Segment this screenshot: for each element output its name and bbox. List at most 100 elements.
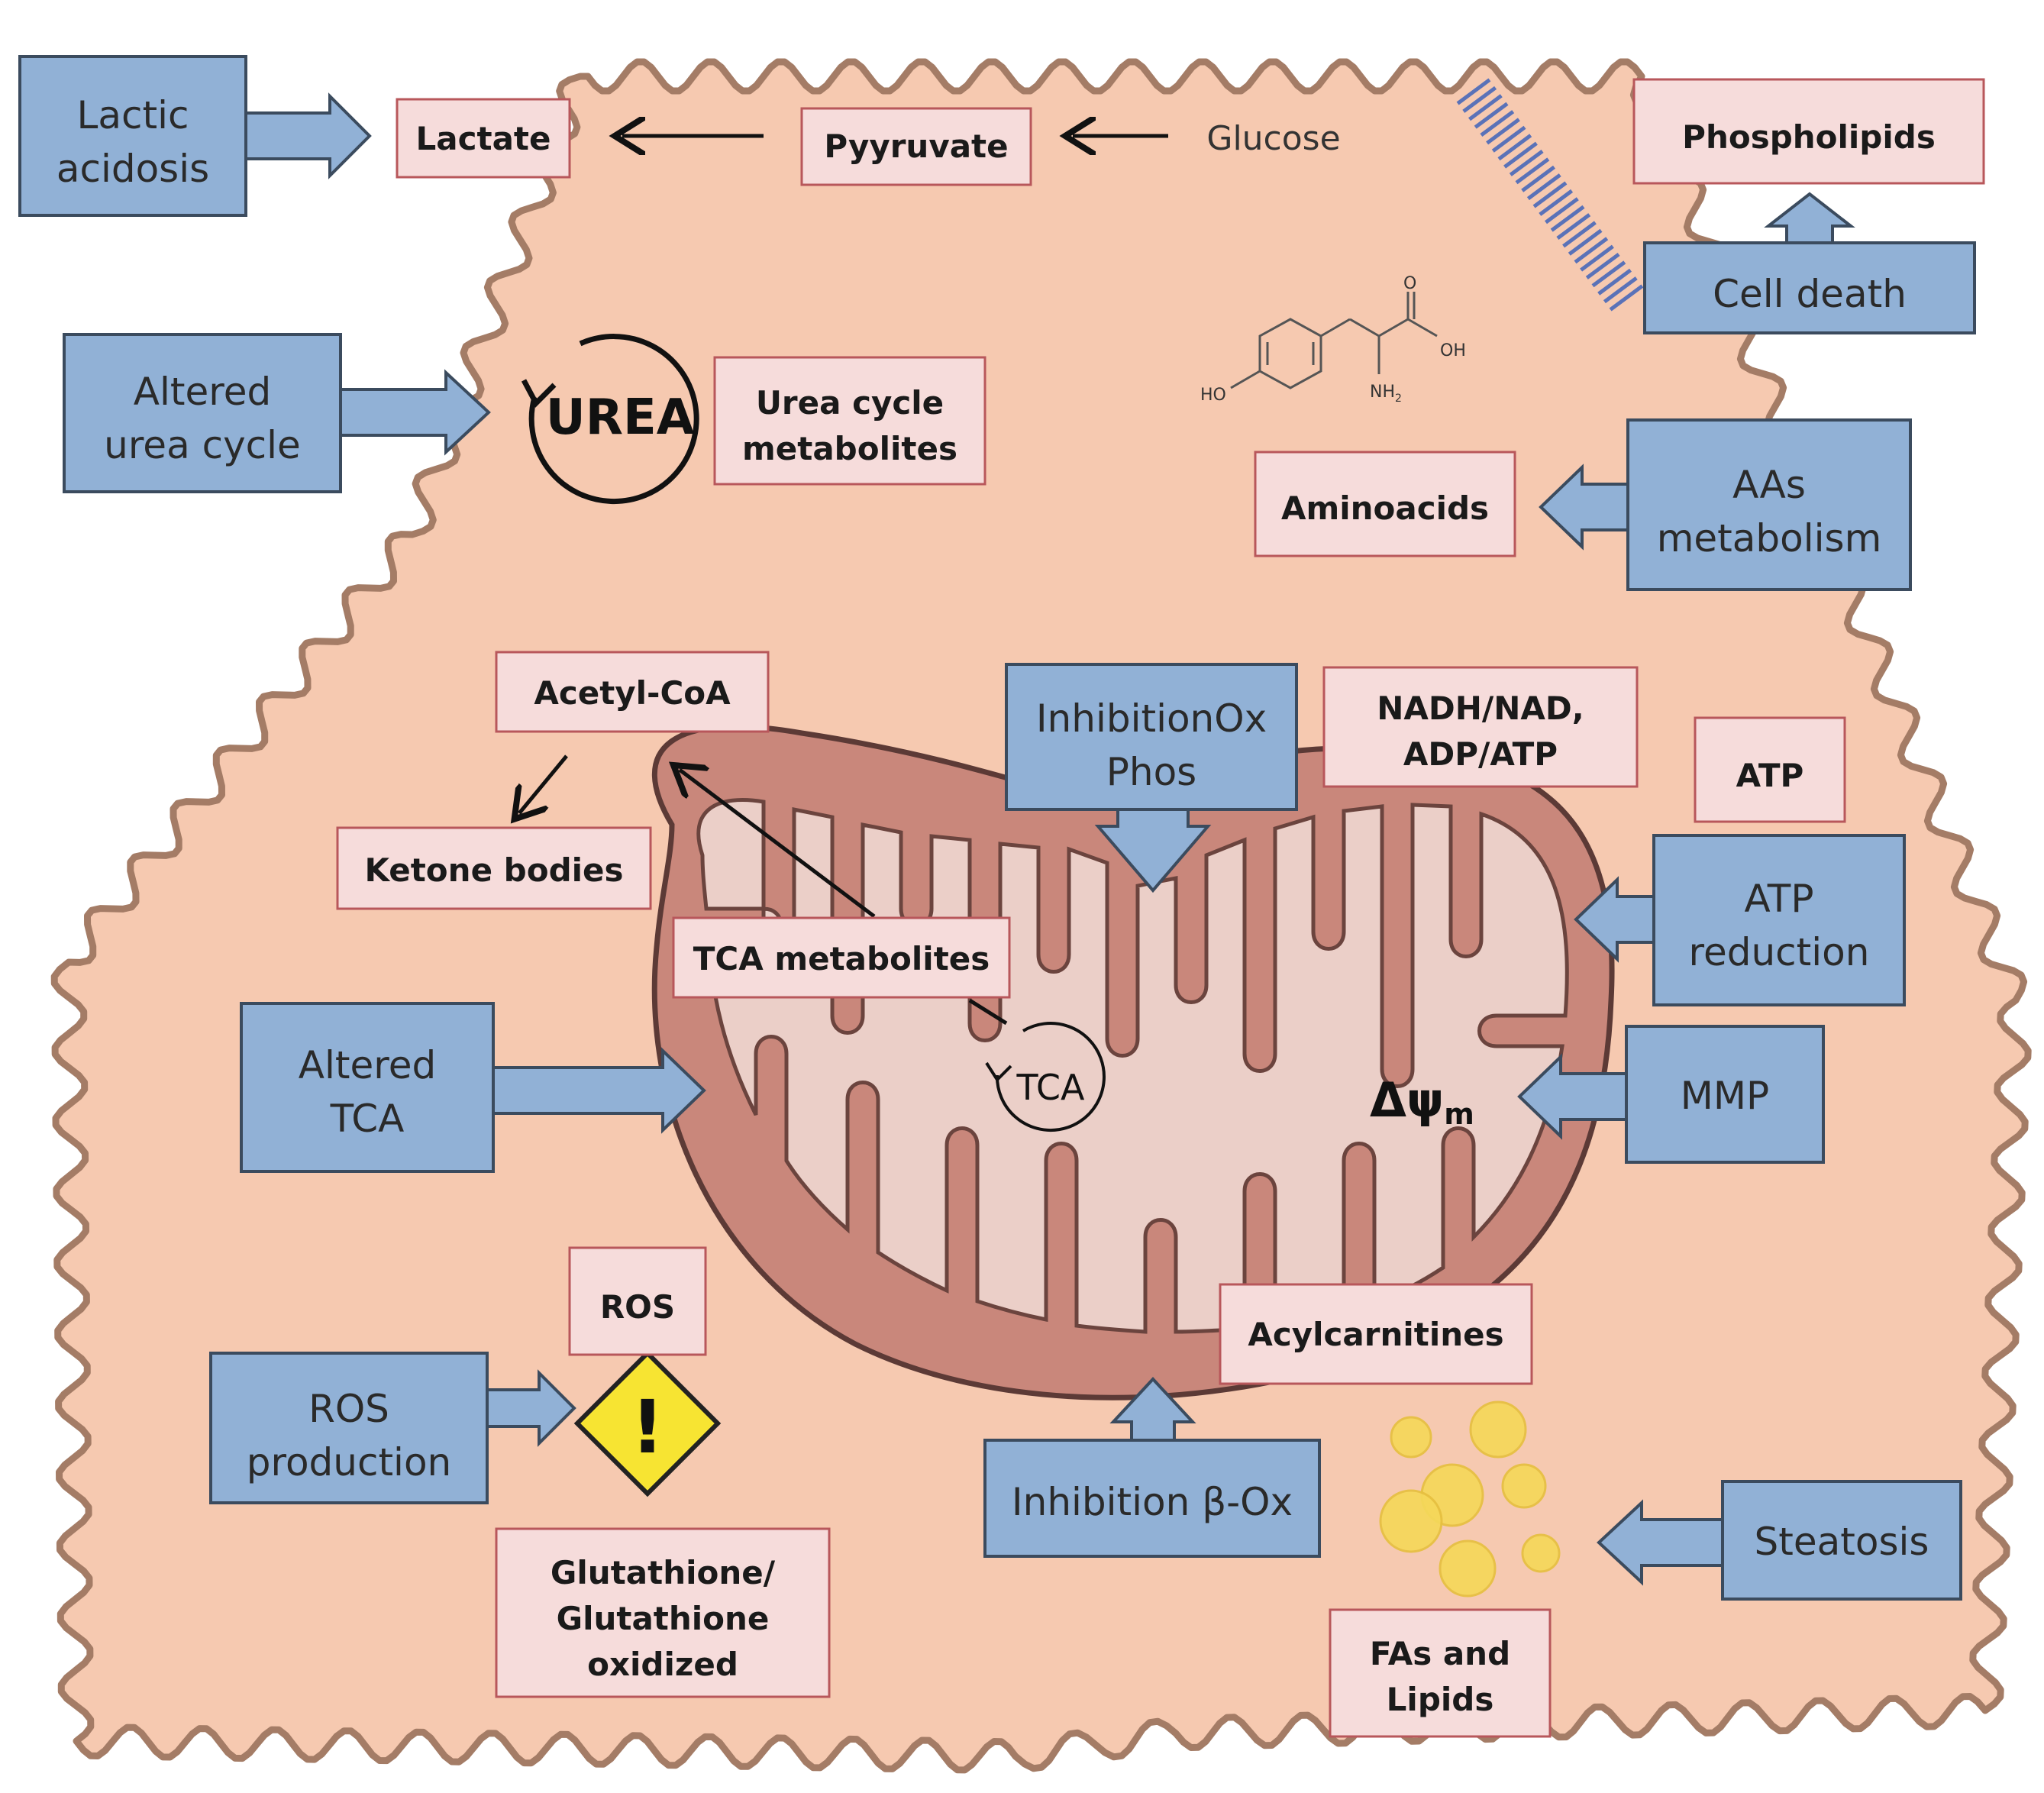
acetylcoa-to-ketone-arrow	[519, 754, 568, 813]
lipid-droplet	[1501, 1463, 1547, 1509]
steatosis-arrow	[1597, 1499, 1724, 1586]
molecule-label-ho: HO	[1200, 386, 1226, 405]
phospholipid-bilayer-icon	[1456, 78, 1644, 312]
urea-cycle-metabolites-line2: metabolites	[742, 430, 957, 467]
tca-metabolites-label: TCA metabolites	[693, 940, 990, 977]
inhibition-oxphos-line1: InhibitionOx	[1036, 696, 1267, 741]
ros-production-line1: ROS	[308, 1387, 389, 1431]
atp-reduction-line1: ATP	[1744, 877, 1813, 921]
mmp-box: MMP	[1625, 1025, 1825, 1164]
lipid-droplet	[1439, 1539, 1497, 1598]
phospholipids-box: Phospholipids	[1632, 78, 1985, 185]
acylcarnitines-label: Acylcarnitines	[1248, 1316, 1503, 1353]
molecule-label-o: O	[1403, 274, 1416, 293]
block-arrows	[243, 92, 1855, 1586]
altered-tca-line1: Altered	[299, 1043, 436, 1087]
lipid-droplet	[1390, 1416, 1432, 1459]
aas-metabolism-line2: metabolism	[1657, 516, 1882, 561]
membrane-potential-symbol: Δψm	[1370, 1072, 1474, 1131]
mmp-label: MMP	[1681, 1074, 1769, 1118]
atp-reduction-box: ATP reduction	[1652, 834, 1906, 1006]
nadh-nad-box: NADH/NAD, ADP/ATP	[1322, 666, 1639, 788]
ros-production-arrow	[486, 1369, 576, 1447]
ros-box: ROS	[568, 1246, 707, 1356]
altered-tca-box: Altered TCA	[240, 1002, 495, 1173]
inhibition-oxphos-arrow	[1094, 808, 1212, 893]
ros-label: ROS	[600, 1288, 675, 1326]
atp-label: ATP	[1736, 757, 1804, 794]
urea-cycle-metabolites-box: Urea cycle metabolites	[713, 356, 986, 486]
tca-metabolites-box: TCA metabolites	[672, 916, 1011, 999]
svg-text:Lactic: Lactic	[77, 93, 189, 137]
mmp-arrow	[1517, 1053, 1628, 1140]
inhibition-oxphos-line2: Phos	[1106, 750, 1196, 794]
glutathione-line2: Glutathione	[557, 1600, 770, 1637]
aminoacids-box: Aminoacids	[1254, 451, 1516, 557]
aas-metabolism-box: AAs metabolism	[1626, 418, 1912, 591]
tca-label: TCA	[1016, 1067, 1086, 1108]
glucose-label: Glucose	[1206, 119, 1340, 158]
inhibition-box-box: Inhibition β-Ox	[983, 1439, 1321, 1558]
ketone-bodies-label: Ketone bodies	[364, 851, 623, 889]
lipid-droplet	[1469, 1400, 1527, 1459]
cell-death-label: Cell death	[1713, 272, 1907, 316]
molecule-label-oh: OH	[1440, 341, 1466, 360]
pyruvate-label: Pyyruvate	[824, 128, 1008, 165]
acetyl-coa-box: Acetyl-CoA	[495, 651, 770, 733]
lipid-droplets-icon	[1379, 1400, 1561, 1598]
aas-metabolism-arrow	[1539, 464, 1629, 551]
lipid-droplet	[1379, 1489, 1443, 1553]
lactic-acidosis-line1: Lactic	[77, 93, 189, 137]
inhibition-box-label: Inhibition β-Ox	[1012, 1480, 1293, 1524]
svg-text:acidosis: acidosis	[57, 147, 209, 191]
altered-urea-cycle-arrow	[337, 369, 491, 456]
atp-box: ATP	[1694, 716, 1846, 823]
lactic-acidosis-arrow	[243, 92, 372, 179]
altered-urea-cycle-line1: Altered	[134, 370, 271, 414]
urea-cycle-metabolites-line1: Urea cycle	[756, 384, 944, 422]
cell-death-box: Cell death	[1643, 241, 1976, 334]
lactate-box: Lactate	[396, 98, 571, 179]
fas-lipids-box: FAs and Lipids	[1329, 1608, 1552, 1738]
warning-mark: !	[631, 1384, 664, 1470]
atp-reduction-arrow	[1574, 876, 1655, 963]
warning-icon: !	[573, 1349, 722, 1497]
acylcarnitines-box: Acylcarnitines	[1219, 1283, 1533, 1385]
inhibition-box-arrow	[1109, 1377, 1196, 1442]
urea-label: UREA	[546, 389, 695, 446]
lipid-droplet	[1521, 1533, 1561, 1573]
tca-to-acetylcoa-arrow	[680, 770, 876, 918]
glutathione-box: Glutathione/ Glutathione oxidized	[495, 1527, 831, 1698]
molecule-label-nh2: NH2	[1370, 383, 1402, 405]
pyruvate-box: Pyyruvate	[800, 107, 1032, 186]
steatosis-box: Steatosis	[1721, 1480, 1962, 1601]
tca-cycle-icon: TCA	[985, 1022, 1106, 1132]
ketone-bodies-box: Ketone bodies	[336, 826, 652, 910]
fas-lipids-line2: Lipids	[1387, 1681, 1494, 1718]
steatosis-label: Steatosis	[1755, 1520, 1929, 1564]
lactic-acidosis-line2: acidosis	[57, 147, 209, 191]
tca-metabolites-to-tca-arrow	[968, 998, 1008, 1026]
altered-tca-arrow	[492, 1047, 706, 1134]
aas-metabolism-line1: AAs	[1732, 463, 1806, 507]
fas-lipids-line1: FAs and	[1370, 1635, 1510, 1672]
altered-tca-line2: TCA	[330, 1097, 405, 1141]
atp-reduction-line2: reduction	[1689, 930, 1870, 974]
aminoacids-label: Aminoacids	[1281, 489, 1489, 527]
nadh-nad-line1: NADH/NAD,	[1377, 690, 1584, 727]
nadh-nad-line2: ADP/ATP	[1403, 735, 1558, 773]
acetyl-coa-label: Acetyl-CoA	[534, 674, 731, 712]
glutathione-line3: oxidized	[587, 1646, 738, 1683]
urea-cycle-icon: UREA	[521, 334, 699, 505]
ros-production-line2: production	[247, 1440, 451, 1484]
altered-urea-cycle-line2: urea cycle	[104, 423, 301, 467]
glutathione-line1: Glutathione/	[551, 1554, 776, 1591]
lactic-acidosis-box: Lactic acidosis	[18, 55, 247, 217]
tyrosine-molecule-icon	[1230, 292, 1438, 389]
altered-urea-cycle-box: Altered urea cycle	[63, 333, 342, 493]
phospholipids-label: Phospholipids	[1682, 118, 1936, 156]
lactate-label: Lactate	[416, 120, 551, 157]
inhibition-oxphos-box: InhibitionOx Phos	[1005, 663, 1298, 811]
ros-production-box: ROS production	[209, 1352, 489, 1504]
